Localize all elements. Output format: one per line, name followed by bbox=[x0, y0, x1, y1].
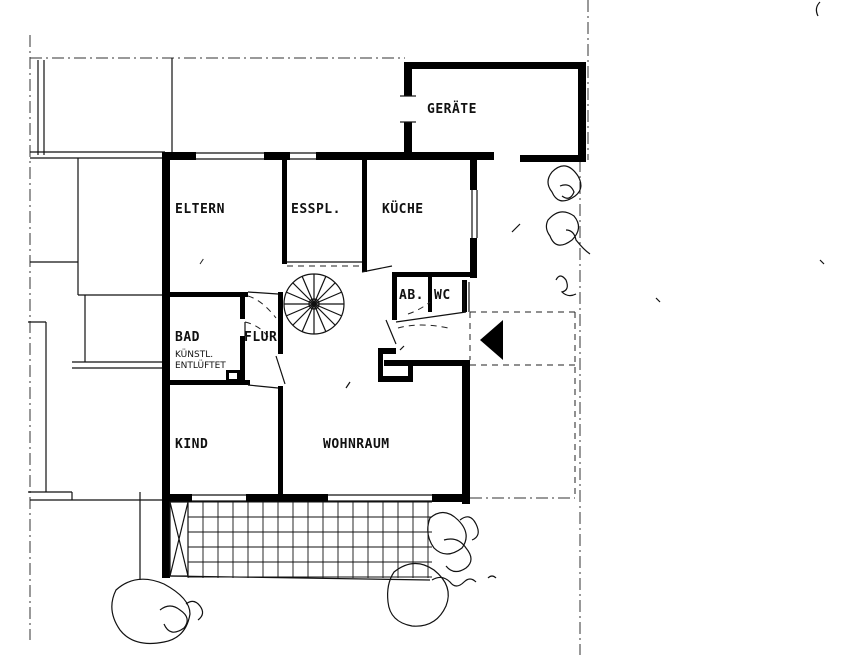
exterior-walls bbox=[162, 152, 586, 578]
room-label-kueche: KÜCHE bbox=[382, 201, 424, 217]
terrace-grid bbox=[187, 501, 432, 578]
terrace-edges bbox=[169, 501, 431, 581]
door-swings bbox=[199, 257, 471, 389]
room-label-wc: WC bbox=[434, 288, 451, 303]
interior-walls bbox=[170, 160, 474, 496]
bad-ventilation-note-line2: ENTLÜFTET bbox=[175, 360, 226, 371]
room-label-ab: AB. bbox=[399, 288, 424, 303]
room-label-bad: BAD bbox=[175, 330, 200, 345]
entrance-arrow-icon bbox=[480, 320, 503, 360]
site-boundaries bbox=[29, 0, 589, 655]
room-label-kind: KIND bbox=[175, 437, 208, 452]
neighbour-building-lines bbox=[28, 58, 173, 580]
ground-texture-marks bbox=[345, 223, 825, 389]
room-label-eltern: ELTERN bbox=[175, 202, 225, 217]
bad-ventilation-note-line1: KÜNSTL. bbox=[175, 349, 213, 360]
room-label-wohnraum: WOHNRAUM bbox=[323, 437, 390, 452]
tree-symbol-icon bbox=[111, 1, 821, 645]
shed-walls bbox=[400, 62, 586, 162]
room-labels: GERÄTE ELTERN ESSPL. KÜCHE AB. WC BAD FL… bbox=[175, 101, 477, 452]
spiral-stair-icon bbox=[283, 273, 345, 335]
room-label-geraete: GERÄTE bbox=[427, 101, 477, 117]
room-label-esspl: ESSPL. bbox=[291, 202, 341, 217]
room-label-flur: FLUR bbox=[244, 330, 277, 345]
